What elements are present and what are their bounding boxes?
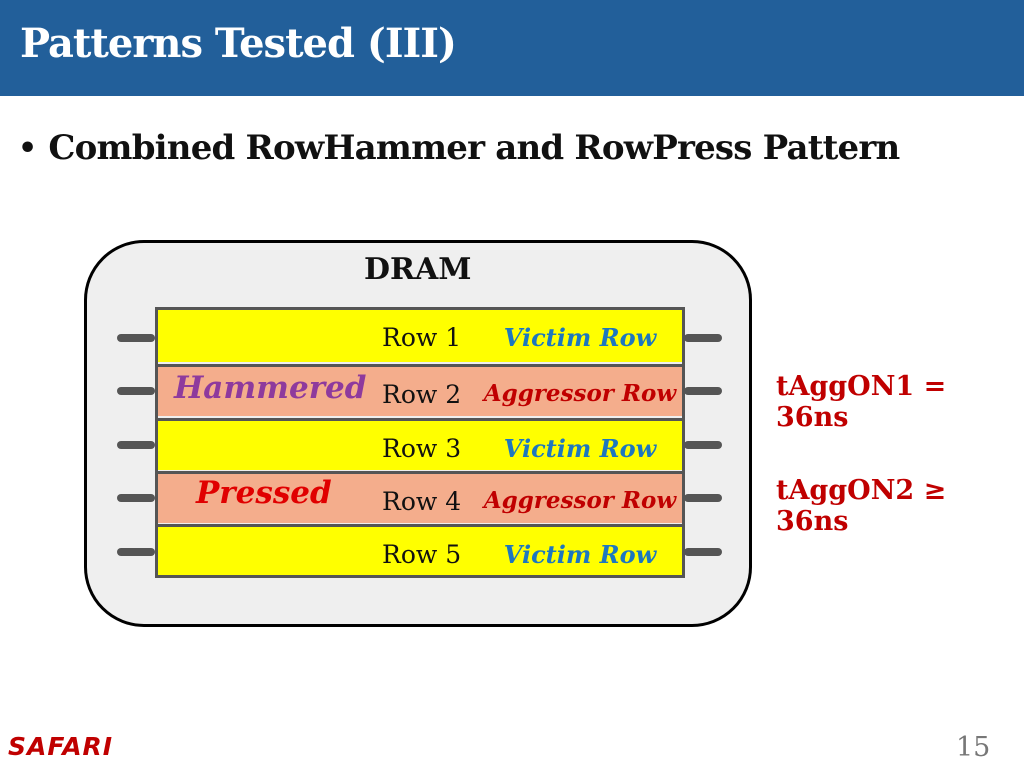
pin-right-row-2: [684, 387, 722, 395]
dram-label: DRAM: [364, 252, 472, 287]
row-role-label: Victim Row: [503, 323, 657, 352]
hammered-label: Hammered: [174, 370, 367, 406]
dram-row-1: Row 1 Victim Row: [158, 310, 682, 362]
pin-left-row-5: [117, 548, 155, 556]
row-role-label: Aggressor Row: [483, 487, 677, 514]
row-label: Row 1: [382, 323, 462, 352]
bullet-text: Combined RowHammer and RowPress Pattern: [48, 128, 900, 168]
pin-right-row-3: [684, 441, 722, 449]
row-label: Row 2: [382, 380, 462, 409]
pin-left-row-2: [117, 387, 155, 395]
safari-logo: SAFARI: [8, 732, 114, 761]
dram-row-2: Row 2 Aggressor Row: [158, 364, 682, 416]
pin-right-row-1: [684, 334, 722, 342]
dram-row-4: Row 4 Aggressor Row: [158, 471, 682, 523]
dram-row-5: Row 5 Victim Row: [158, 524, 682, 575]
row-label: Row 3: [382, 434, 462, 463]
dram-row-3: Row 3 Victim Row: [158, 418, 682, 470]
taggon2-label: tAggON2 ≥ 36ns: [776, 475, 947, 537]
title-bar: Patterns Tested (III): [0, 0, 1024, 96]
pin-left-row-4: [117, 494, 155, 502]
slide-title: Patterns Tested (III): [20, 20, 457, 67]
row-label: Row 4: [382, 487, 462, 516]
pressed-label: Pressed: [196, 475, 332, 511]
row-role-label: Victim Row: [503, 540, 657, 569]
row-role-label: Victim Row: [503, 434, 657, 463]
bullet-icon: •: [18, 130, 37, 166]
taggon1-label: tAggON1 = 36ns: [776, 371, 947, 433]
page-number: 15: [956, 732, 991, 763]
row-role-label: Aggressor Row: [483, 380, 677, 407]
bullet-item: • Combined RowHammer and RowPress Patter…: [18, 128, 900, 168]
dram-row-stack: Row 1 Victim Row Row 2 Aggressor Row Row…: [155, 307, 685, 578]
pin-left-row-3: [117, 441, 155, 449]
row-label: Row 5: [382, 540, 462, 569]
pin-left-row-1: [117, 334, 155, 342]
pin-right-row-4: [684, 494, 722, 502]
pin-right-row-5: [684, 548, 722, 556]
